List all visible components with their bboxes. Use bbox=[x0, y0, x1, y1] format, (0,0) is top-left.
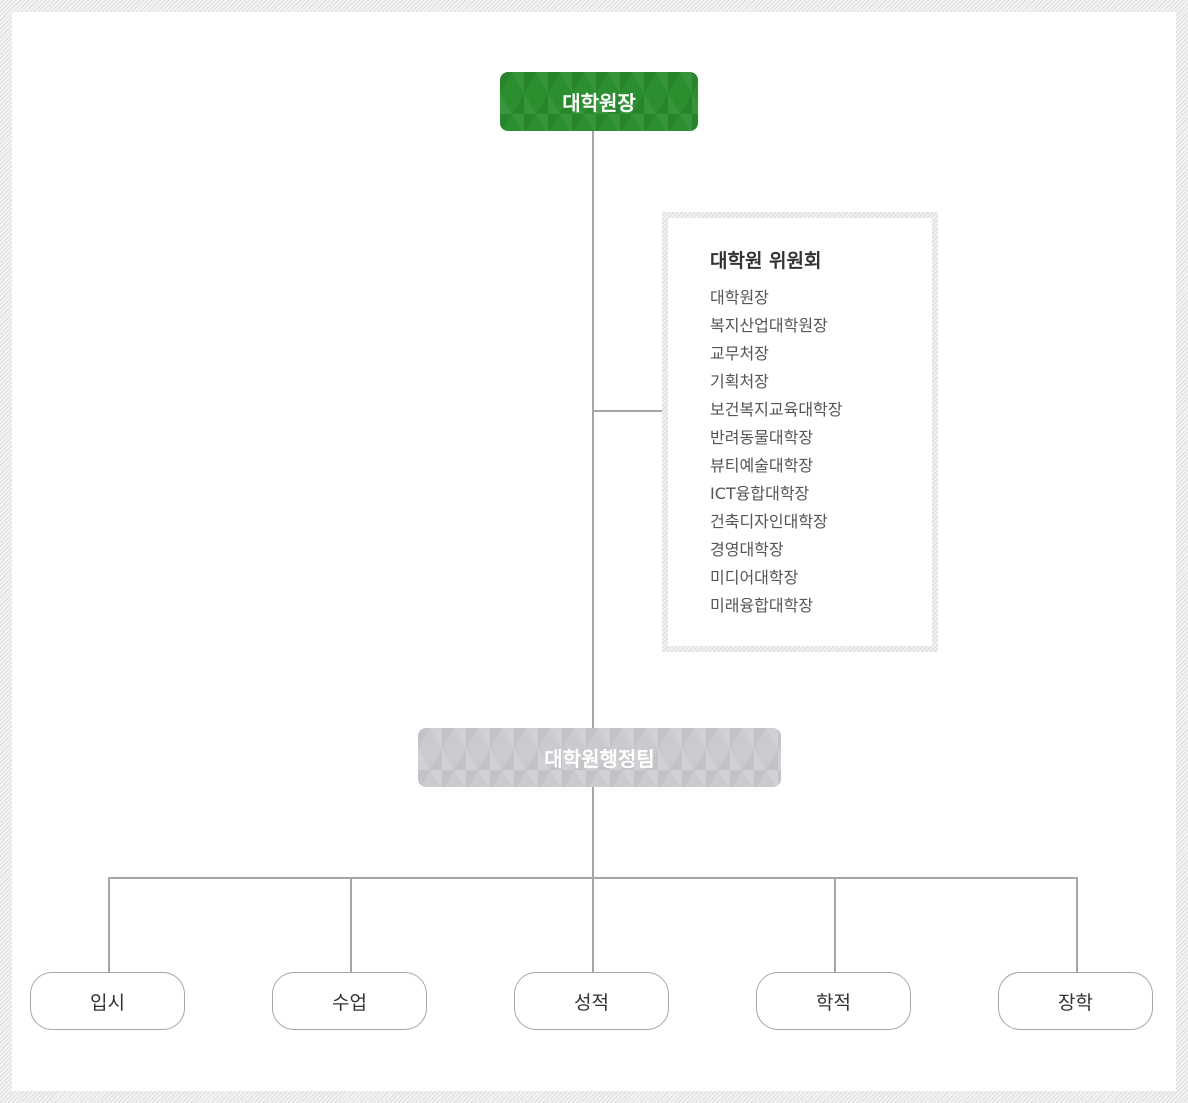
node-admin-team: 대학원행정팀 bbox=[418, 728, 781, 787]
node-admin-team-label: 대학원행정팀 bbox=[544, 747, 655, 771]
committee-member: 미래융합대학장 bbox=[710, 596, 814, 615]
connector-drop-4 bbox=[834, 877, 836, 972]
committee-title: 대학원 위원회 bbox=[710, 250, 822, 272]
department-label: 성적 bbox=[574, 991, 609, 1014]
committee-member: 복지산업대학원장 bbox=[710, 316, 828, 335]
connector-drop-1 bbox=[108, 877, 110, 972]
department-label: 장학 bbox=[1058, 991, 1093, 1014]
department-label: 입시 bbox=[90, 991, 125, 1014]
committee-member: 보건복지교육대학장 bbox=[710, 400, 843, 419]
committee-member: 뷰티예술대학장 bbox=[710, 456, 814, 475]
org-chart-canvas: 대학원장 대학원 위원회 대학원장 복지산업대학원장 교무처장 기획처장 보건복… bbox=[12, 12, 1176, 1091]
node-graduate-dean-label: 대학원장 bbox=[562, 91, 636, 115]
connector-admin-down bbox=[592, 787, 594, 878]
committee-member: 건축디자인대학장 bbox=[710, 512, 828, 531]
connector-committee bbox=[594, 410, 662, 412]
committee-box-inner: 대학원 위원회 대학원장 복지산업대학원장 교무처장 기획처장 보건복지교육대학… bbox=[668, 218, 932, 646]
committee-member-list: 대학원장 복지산업대학원장 교무처장 기획처장 보건복지교육대학장 반려동물대학… bbox=[710, 284, 932, 620]
committee-box: 대학원 위원회 대학원장 복지산업대학원장 교무처장 기획처장 보건복지교육대학… bbox=[662, 212, 938, 652]
committee-member: ICT융합대학장 bbox=[710, 484, 810, 503]
committee-member: 교무처장 bbox=[710, 344, 769, 363]
department-admissions: 입시 bbox=[30, 972, 185, 1030]
department-classes: 수업 bbox=[272, 972, 427, 1030]
connector-drop-2 bbox=[350, 877, 352, 972]
node-graduate-dean: 대학원장 bbox=[500, 72, 698, 131]
department-grades: 성적 bbox=[514, 972, 669, 1030]
committee-member: 대학원장 bbox=[710, 288, 769, 307]
committee-member: 기획처장 bbox=[710, 372, 769, 391]
department-label: 학적 bbox=[816, 991, 851, 1014]
committee-member: 반려동물대학장 bbox=[710, 428, 814, 447]
committee-member: 경영대학장 bbox=[710, 540, 784, 559]
department-scholarship: 장학 bbox=[998, 972, 1153, 1030]
connector-drop-5 bbox=[1076, 877, 1078, 972]
committee-member: 미디어대학장 bbox=[710, 568, 799, 587]
department-label: 수업 bbox=[332, 991, 367, 1014]
connector-drop-3 bbox=[592, 877, 594, 972]
department-records: 학적 bbox=[756, 972, 911, 1030]
connector-main-vertical bbox=[592, 131, 594, 728]
